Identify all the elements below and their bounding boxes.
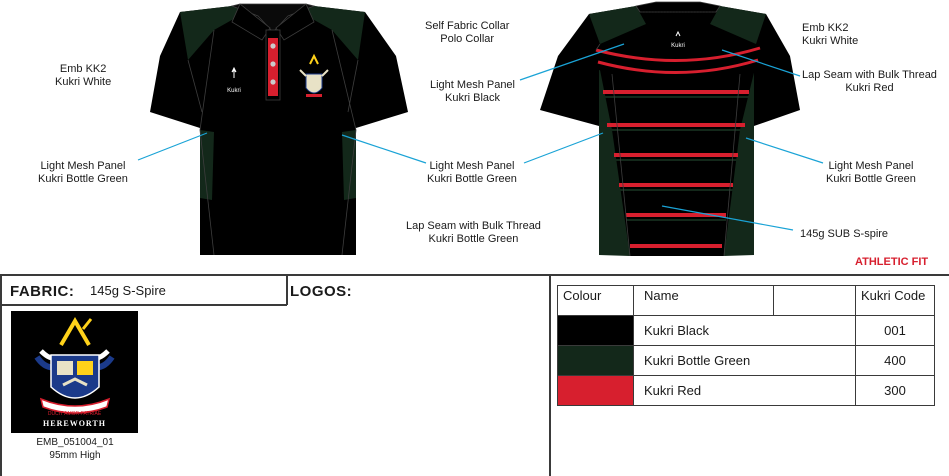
back-shoulder-green-left bbox=[589, 6, 646, 44]
divider bbox=[0, 274, 949, 276]
divider bbox=[286, 274, 288, 305]
back-hoop-red bbox=[597, 58, 759, 75]
back-hoop-red bbox=[614, 153, 738, 157]
garment-artwork: Kukri bbox=[137, 1, 824, 257]
front-shoulder-green-right bbox=[300, 6, 365, 60]
colour-code: 300 bbox=[855, 375, 935, 406]
divider bbox=[0, 304, 287, 306]
crest-name: HEREWORTH bbox=[43, 419, 106, 428]
front-crest-icon bbox=[299, 53, 329, 97]
colour-name: Kukri Red bbox=[633, 375, 856, 406]
kukri-logo-icon bbox=[675, 30, 681, 37]
table-row: Kukri Bottle Green 400 bbox=[557, 345, 935, 376]
back-brand-text: Kukri bbox=[671, 43, 685, 49]
back-hoop-red bbox=[595, 46, 761, 63]
kukri-logo-icon bbox=[231, 66, 237, 78]
fit-label: ATHLETIC FIT bbox=[855, 256, 929, 268]
colour-table: Colour Name Kukri Code Kukri Black 001 K… bbox=[557, 285, 935, 406]
table-row: Kukri Red 300 bbox=[557, 375, 935, 406]
divider bbox=[549, 274, 551, 476]
header-colour: Colour bbox=[557, 285, 634, 316]
back-sub-label: 145g SUB S-spire bbox=[800, 228, 889, 240]
front-side-mesh-left bbox=[200, 130, 214, 200]
fabric-label: FABRIC: bbox=[10, 283, 75, 300]
colour-name: Kukri Bottle Green bbox=[633, 345, 856, 376]
back-side-mesh-left bbox=[599, 70, 630, 256]
front-placket-red bbox=[268, 38, 278, 96]
back-shoulder-green-right bbox=[710, 6, 766, 44]
colour-code: 001 bbox=[855, 315, 935, 346]
header-code: Kukri Code bbox=[855, 285, 935, 316]
back-hoop-red bbox=[626, 213, 726, 217]
crest-motto: DUCIT AMOR PATRIAE bbox=[47, 411, 102, 417]
logo-code: EMB_051004_01 bbox=[36, 437, 114, 448]
colour-swatch bbox=[557, 315, 634, 346]
front-side-mesh-right bbox=[342, 130, 356, 200]
back-hoop-red bbox=[619, 183, 733, 187]
front-shoulder-green-left bbox=[180, 6, 246, 60]
colour-name: Kukri Black bbox=[633, 315, 856, 346]
button-icon bbox=[270, 43, 276, 49]
logo-size: 95mm High bbox=[49, 450, 101, 461]
button-icon bbox=[270, 79, 276, 85]
front-brand-text: Kukri bbox=[227, 88, 241, 94]
leader-lines bbox=[137, 43, 824, 231]
header-name: Name bbox=[633, 285, 774, 316]
logo-info: EMB_051004_01 95mm High bbox=[20, 436, 130, 462]
table-row: Kukri Black 001 bbox=[557, 315, 935, 346]
logos-label: LOGOS: bbox=[290, 283, 353, 300]
divider bbox=[0, 274, 2, 476]
button-icon bbox=[270, 61, 276, 67]
back-side-mesh-right bbox=[724, 70, 754, 256]
crest-logo: DUCIT AMOR PATRIAE HEREWORTH bbox=[11, 311, 138, 433]
back-hoop-red bbox=[607, 123, 745, 127]
front-shirt: Kukri bbox=[150, 3, 408, 256]
table-header-row: Colour Name Kukri Code bbox=[557, 285, 935, 316]
colour-swatch bbox=[557, 375, 634, 406]
colour-code: 400 bbox=[855, 345, 935, 376]
fabric-value: 145g S-Spire bbox=[90, 283, 166, 298]
back-hoop-red bbox=[630, 244, 722, 248]
back-shirt: Kukri bbox=[540, 1, 800, 257]
header-blank bbox=[773, 285, 856, 316]
back-hoop-red bbox=[603, 90, 749, 94]
colour-swatch bbox=[557, 345, 634, 376]
